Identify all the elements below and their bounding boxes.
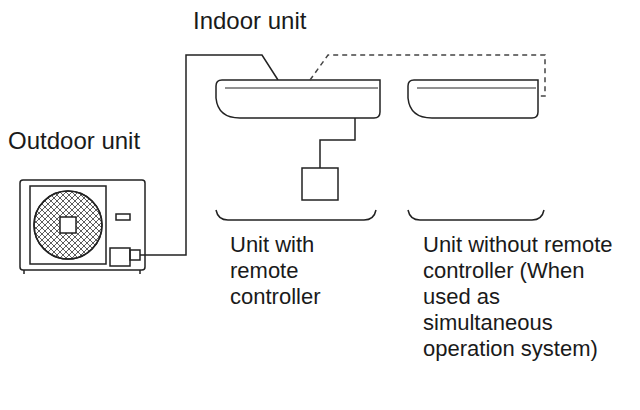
outdoor-unit	[20, 180, 145, 274]
remote-wire	[320, 118, 355, 168]
bracket	[408, 210, 544, 220]
remote-controller	[302, 168, 338, 200]
indoor-unit	[408, 80, 538, 118]
unit-caption: Unit with remote controller	[230, 232, 365, 310]
bracket	[216, 210, 376, 220]
indoor-unit	[216, 80, 380, 118]
part-label: Outdoor unit	[8, 128, 178, 154]
part-label: Indoor unit	[193, 8, 393, 34]
unit-caption: Unit without remote controller (When use…	[423, 232, 635, 362]
indoor-unit-edge	[225, 88, 378, 89]
indoor-unit-edge	[417, 88, 536, 89]
